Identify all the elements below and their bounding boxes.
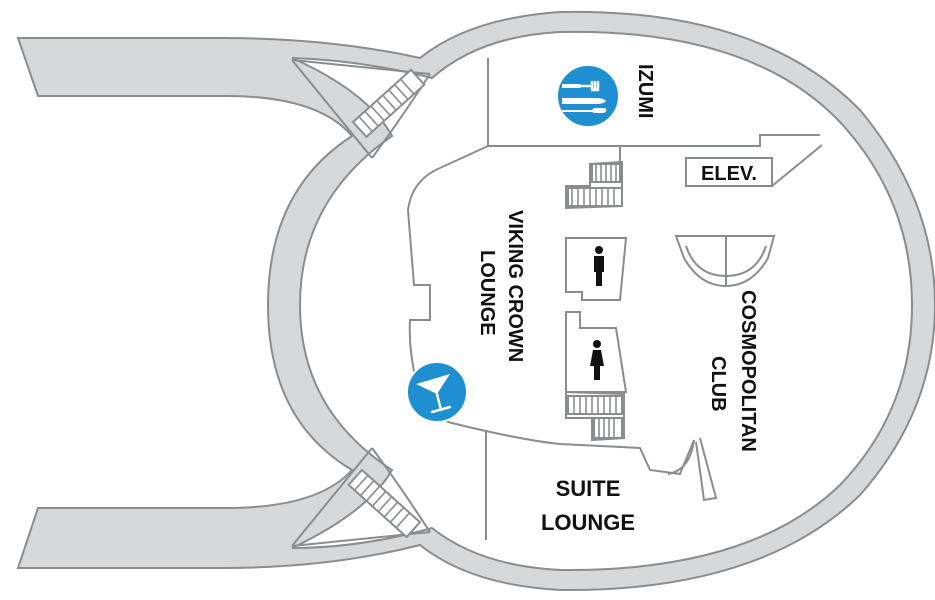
- restaurant-icon[interactable]: [556, 64, 620, 128]
- lower-staircase: [347, 468, 422, 539]
- cosmopolitan-bar-wall: [667, 437, 718, 502]
- izumi-label: IZUMI: [634, 64, 656, 118]
- elevator-box: [685, 157, 773, 187]
- viking-crown-label-line2: LOUNGE: [476, 250, 498, 336]
- mens-restroom-icon: [594, 246, 604, 286]
- cosmopolitan-label-line2: CLUB: [707, 356, 729, 412]
- izumi-wall: [487, 58, 820, 162]
- womens-restroom-icon: [590, 340, 604, 380]
- club-booth-divider: [685, 236, 767, 286]
- cosmopolitan-label-line1: COSMOPOLITAN: [737, 290, 759, 452]
- upper-staircase: [351, 68, 426, 139]
- elevator-shaft-line: [771, 144, 823, 187]
- cocktail-bar-icon[interactable]: [406, 361, 468, 423]
- viking-crown-label-line1: VIKING CROWN: [504, 210, 526, 362]
- suite-lounge-label-line2: LOUNGE: [541, 510, 635, 535]
- suite-lounge-label-line1: SUITE: [556, 476, 621, 501]
- center-staircase-lower: [565, 390, 625, 442]
- elevator-label: ELEV.: [701, 163, 757, 185]
- center-staircase-upper: [565, 160, 623, 210]
